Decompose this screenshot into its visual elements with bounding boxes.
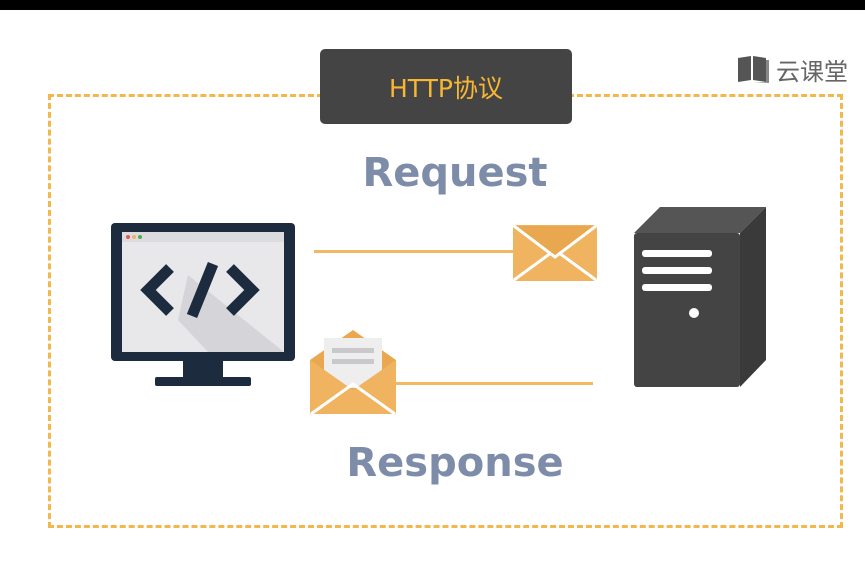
brand-logo: 云课堂 [736, 52, 848, 86]
request-line [314, 250, 514, 253]
envelope-icon [513, 224, 597, 282]
monitor-code-icon [111, 223, 295, 386]
open-envelope-icon [310, 330, 396, 416]
server-icon [634, 207, 766, 387]
top-edge-bar [0, 0, 865, 10]
title-text: HTTP协议 [389, 73, 503, 103]
response-line [396, 382, 593, 385]
request-label: Request [362, 150, 548, 196]
book-icon [738, 56, 769, 83]
response-label: Response [346, 440, 564, 486]
title-badge: HTTP协议 [320, 49, 572, 124]
brand-name: 云课堂 [776, 57, 848, 86]
